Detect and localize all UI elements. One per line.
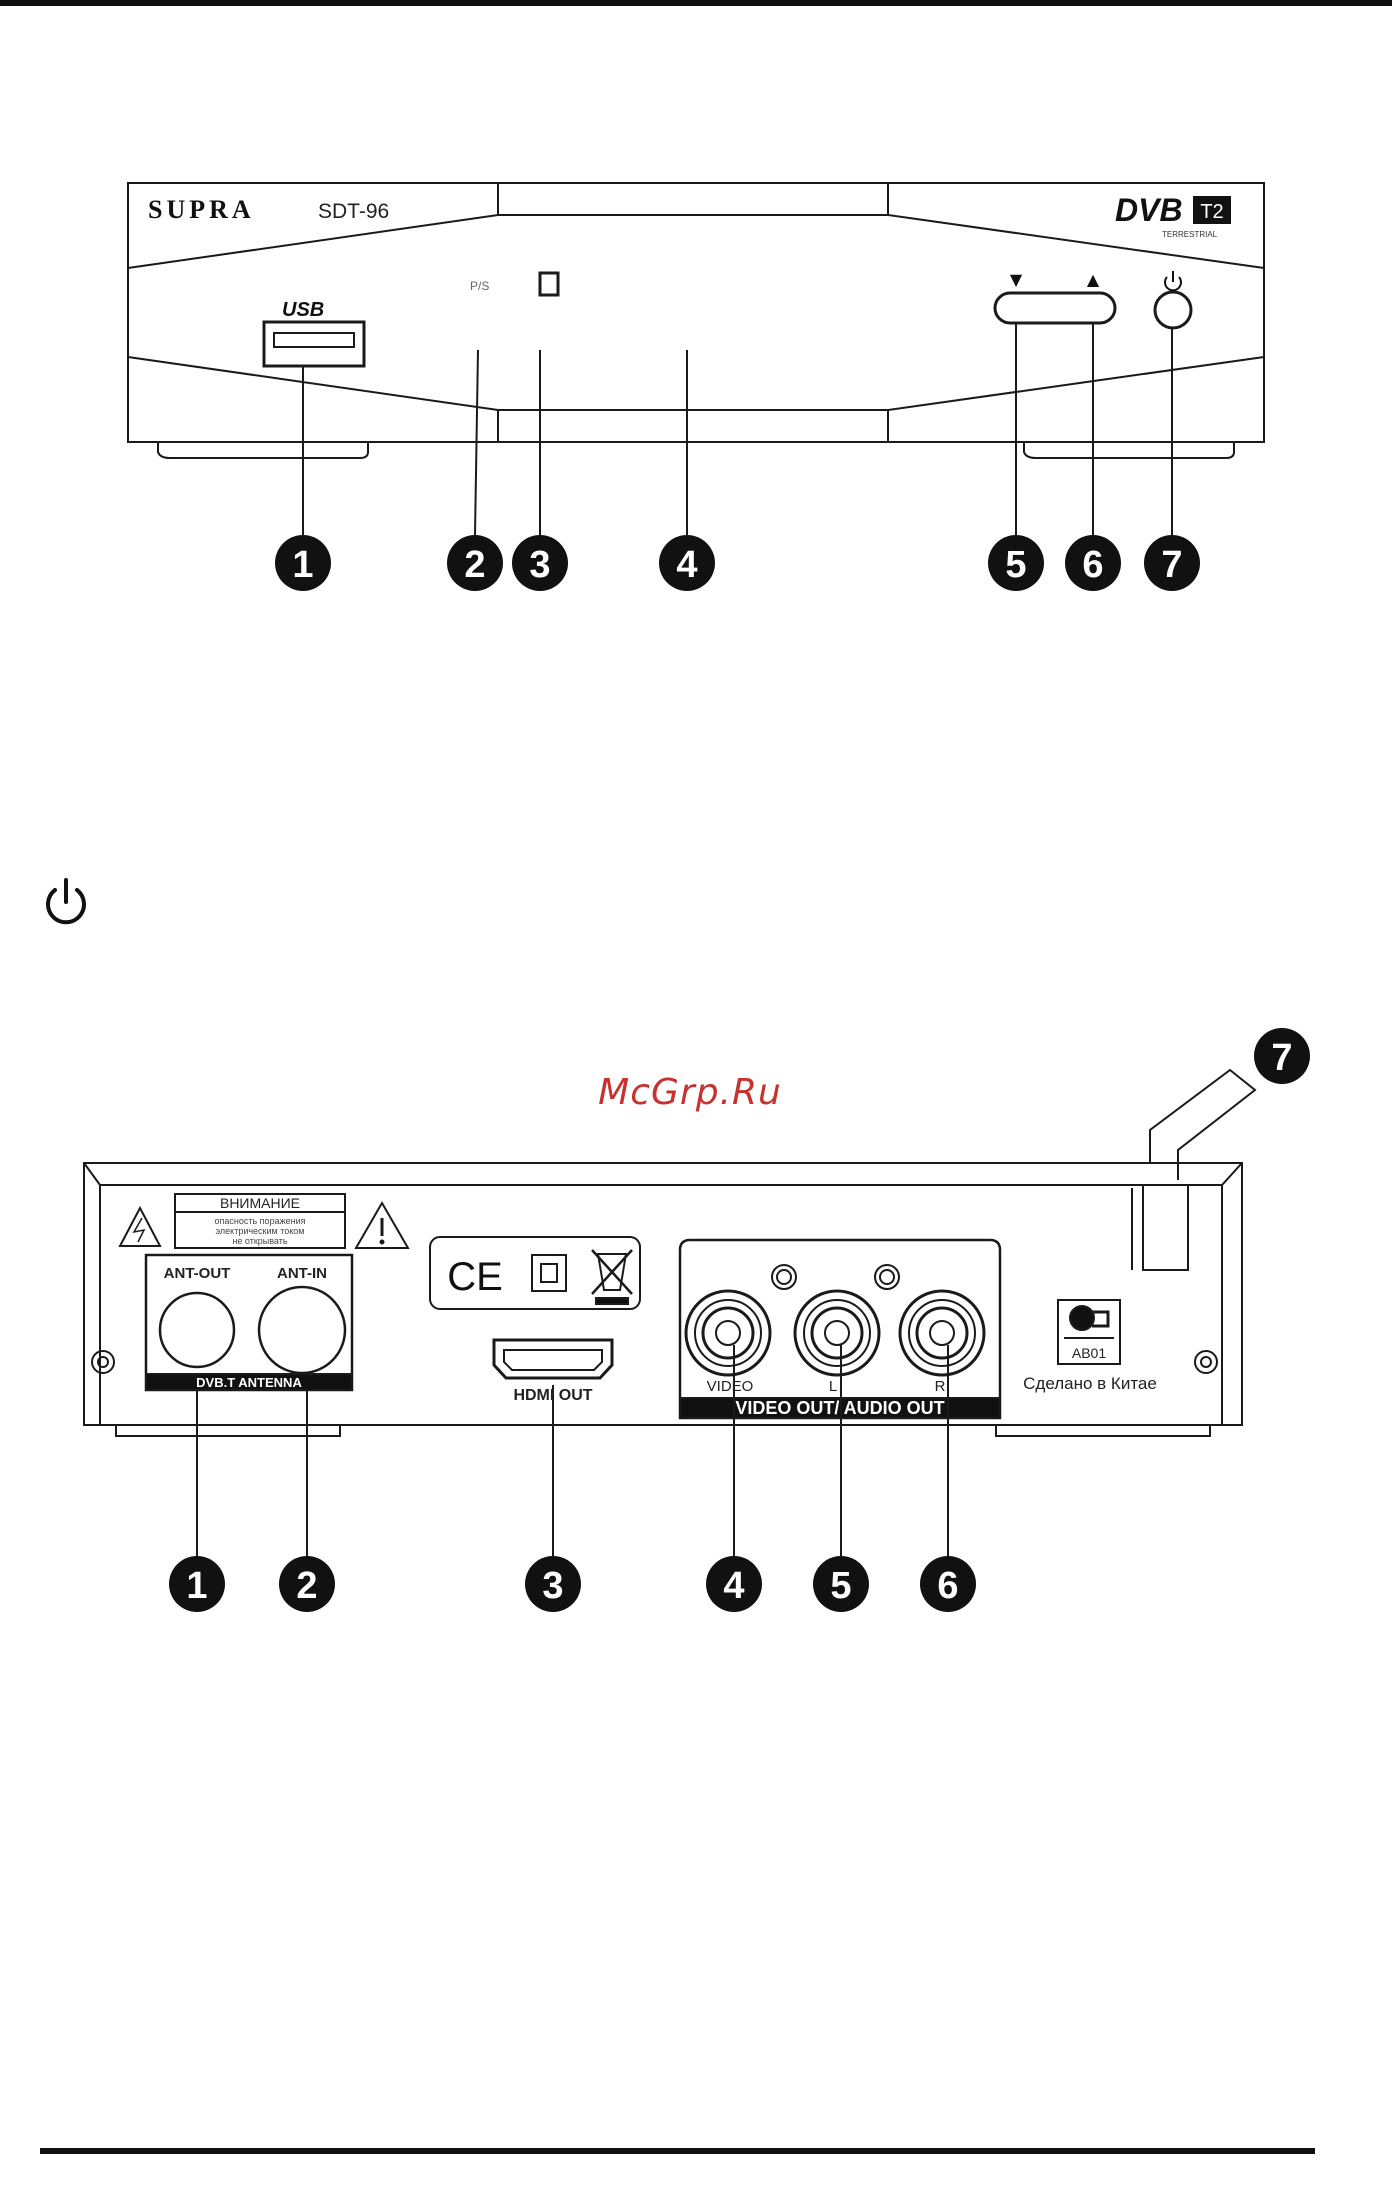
screw-right xyxy=(1195,1351,1217,1373)
rear-callout-label: 2 xyxy=(296,1565,317,1607)
screw-left xyxy=(92,1351,114,1373)
bottom-rule xyxy=(40,2148,1315,2154)
audio-left-label: L xyxy=(829,1378,837,1395)
t2-label: T2 xyxy=(1200,201,1223,223)
hdmi-label: HDMI OUT xyxy=(513,1387,592,1404)
front-callout-label: 3 xyxy=(529,544,550,586)
front-power-icon xyxy=(1165,271,1181,290)
audio-left-jack xyxy=(795,1291,879,1375)
rear-callout-label: 6 xyxy=(937,1565,958,1607)
front-callout-label: 2 xyxy=(464,544,485,586)
usb-port xyxy=(264,322,364,366)
rear-callout-label: 1 xyxy=(186,1565,207,1607)
warning-line-2: электрическим током xyxy=(216,1226,305,1236)
front-callout-label: 7 xyxy=(1161,544,1182,586)
class-two-icon xyxy=(532,1255,566,1291)
shock-warning-icon xyxy=(120,1208,160,1246)
indicator-hole-left xyxy=(772,1265,796,1289)
rear-callout-label: 5 xyxy=(830,1565,851,1607)
front-foot-left xyxy=(158,442,368,458)
rear-callouts: 1 2 3 4 5 6 7 xyxy=(169,1028,1310,1612)
pct-cert-icon xyxy=(1070,1306,1094,1330)
ant-in-connector xyxy=(259,1287,345,1373)
channel-rocker-button xyxy=(995,293,1115,323)
channel-down-icon: ▼ xyxy=(1010,270,1023,289)
front-callout-label: 1 xyxy=(292,544,313,586)
model-label: SDT-96 xyxy=(318,200,389,223)
front-callout-label: 4 xyxy=(676,544,697,586)
made-in-label: Сделано в Китае xyxy=(1023,1374,1157,1393)
channel-up-icon: ▲ xyxy=(1087,270,1100,289)
weee-bin-icon xyxy=(592,1250,632,1304)
rear-foot-right xyxy=(996,1425,1210,1436)
warning-title: ВНИМАНИЕ xyxy=(220,1195,300,1211)
lock-led-icon xyxy=(540,273,558,295)
front-leader-lines xyxy=(303,323,1172,535)
front-callout-label: 6 xyxy=(1082,544,1103,586)
brand-label: SUPRA xyxy=(148,195,255,224)
usb-label: USB xyxy=(282,299,324,321)
warning-line-3: не открывать xyxy=(232,1236,287,1246)
terrestrial-label: TERRESTRIAL xyxy=(1162,230,1218,239)
ce-mark: CE xyxy=(447,1255,503,1299)
video-label: VIDEO xyxy=(707,1378,754,1395)
ant-in-label: ANT-IN xyxy=(277,1265,327,1282)
antenna-group-label: DVB.T ANTENNA xyxy=(196,1375,302,1390)
ant-out-connector xyxy=(160,1293,234,1367)
audio-right-label: R xyxy=(935,1378,946,1395)
audio-right-jack xyxy=(900,1291,984,1375)
hdmi-port xyxy=(494,1340,612,1378)
ant-out-label: ANT-OUT xyxy=(164,1265,231,1282)
watermark: McGrp.Ru xyxy=(560,1072,820,1113)
front-power-button xyxy=(1155,292,1191,328)
ps-label: P/S xyxy=(470,279,489,293)
indicator-hole-right xyxy=(875,1265,899,1289)
rear-callout-label: 7 xyxy=(1271,1037,1292,1079)
rear-callout-label: 3 xyxy=(542,1565,563,1607)
front-foot-right xyxy=(1024,442,1234,458)
top-rule xyxy=(0,0,1392,6)
front-callout-label: 5 xyxy=(1005,544,1026,586)
cert-code: AB01 xyxy=(1072,1345,1106,1361)
warning-line-1: опасность поражения xyxy=(215,1216,306,1226)
front-callouts: 1 2 3 4 5 6 7 xyxy=(275,535,1200,591)
video-jack xyxy=(686,1291,770,1375)
rear-callout-label: 4 xyxy=(723,1565,744,1607)
av-group-label: VIDEO OUT/ AUDIO OUT xyxy=(735,1398,944,1418)
power-icon xyxy=(48,880,84,922)
dvb-logo: DVB xyxy=(1115,192,1183,228)
